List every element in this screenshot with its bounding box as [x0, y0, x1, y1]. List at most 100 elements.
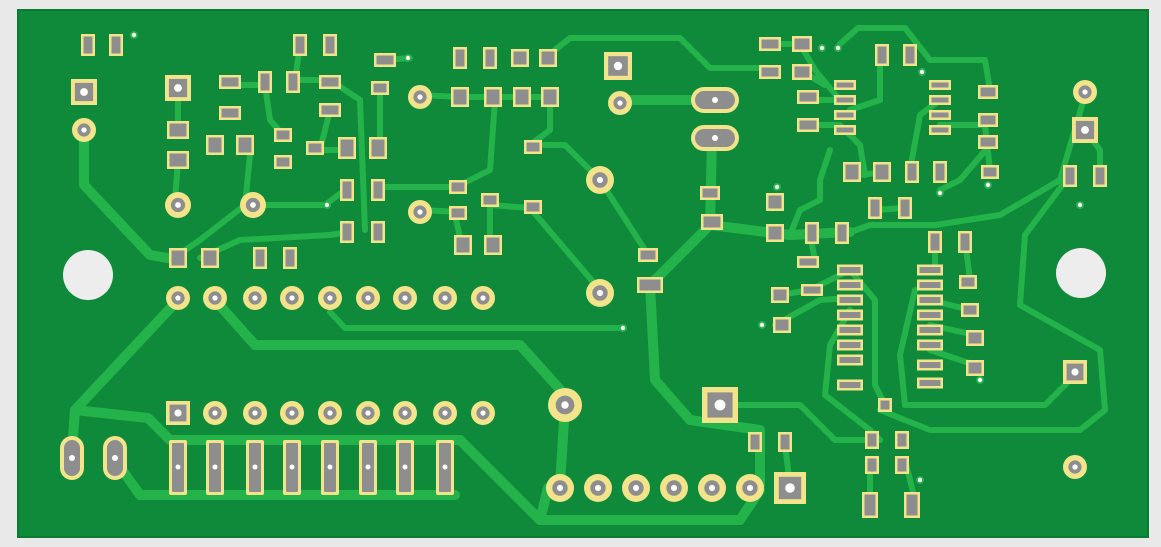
smd-pad-copper [486, 237, 500, 253]
mounting-hole [63, 250, 113, 300]
smd-pad-copper [845, 164, 859, 180]
trace [847, 57, 883, 113]
pad-drill [442, 295, 448, 301]
smd-pad-copper [839, 312, 861, 318]
pad-drill [80, 88, 88, 96]
smd-pad-copper [169, 123, 187, 137]
smd-pad-copper [897, 433, 907, 447]
trace [197, 229, 351, 261]
smd-pad-copper [639, 279, 661, 291]
pad-drill [327, 410, 333, 416]
smd-pad-copper [1095, 167, 1105, 185]
pad-drill [596, 176, 604, 184]
trace [717, 402, 873, 443]
smd-pad-copper [836, 127, 854, 133]
pad-drill [613, 61, 623, 71]
pad-drill [712, 97, 718, 103]
smd-pad-copper [308, 143, 322, 153]
pad-drill [174, 84, 182, 92]
smd-pad-copper [961, 277, 975, 287]
smd-pad-copper [295, 36, 305, 54]
smd-pad-copper [451, 182, 465, 192]
pad-drill [402, 410, 408, 416]
smd-pad-copper [526, 202, 540, 212]
smd-pad-copper [321, 105, 339, 115]
pad-drill [617, 100, 623, 106]
smd-pad-copper [485, 49, 495, 67]
smd-pad-copper [919, 297, 941, 303]
trace [877, 172, 1108, 433]
smd-pad-copper [931, 82, 949, 88]
smd-pad-copper [897, 458, 907, 472]
pad-drill [402, 464, 408, 470]
smd-pad-copper [455, 49, 465, 67]
via-drill [919, 69, 925, 75]
smd-pad-copper [839, 342, 861, 348]
pad-drill [69, 455, 75, 461]
smd-pad-copper [864, 494, 876, 516]
smd-pad-copper [376, 55, 394, 65]
via-drill [937, 190, 943, 196]
pad-drill [175, 295, 181, 301]
smd-pad-copper [968, 362, 982, 374]
smd-pad-copper [373, 83, 387, 93]
pad-drill [708, 484, 716, 492]
smd-pad-copper [968, 332, 982, 344]
trace [897, 287, 1078, 408]
smd-pads [81, 34, 1107, 518]
smd-pad-copper [877, 46, 887, 64]
via-drill [985, 182, 991, 188]
pad-drill [746, 484, 754, 492]
pad-drill [252, 410, 258, 416]
vias [130, 31, 1084, 484]
smd-pad-copper [839, 282, 861, 288]
via-drill [819, 45, 825, 51]
smd-pad-copper [980, 87, 996, 97]
oval-pads [60, 87, 739, 495]
smd-pad-copper [919, 312, 941, 318]
trace [542, 35, 763, 71]
pad-drill [212, 410, 218, 416]
smd-pad-copper [456, 237, 470, 253]
via-drill [405, 55, 411, 61]
pad-drill [365, 295, 371, 301]
trace [527, 205, 603, 293]
smd-pad-copper [276, 157, 290, 167]
smd-pad-copper [453, 89, 467, 105]
via-drill [977, 377, 983, 383]
via-drill [759, 322, 765, 328]
trace [535, 483, 553, 525]
pad-drill [289, 295, 295, 301]
smd-pad-copper [931, 127, 949, 133]
pad-drill [442, 410, 448, 416]
smd-pad-copper [930, 233, 940, 251]
smd-pad-copper [983, 167, 997, 177]
pad-drill [417, 209, 423, 215]
smd-pad-copper [907, 163, 917, 181]
pad-drill [174, 409, 182, 417]
smd-pad-copper [839, 267, 861, 273]
pad-drill [365, 464, 371, 470]
smd-pad-copper [221, 77, 239, 87]
pad-drill [596, 289, 604, 297]
smd-pad-copper [526, 142, 540, 152]
pad-drill [632, 484, 640, 492]
via-drill [774, 184, 780, 190]
trace [210, 295, 570, 400]
smd-pad-copper [340, 139, 354, 157]
smd-pad-copper [768, 195, 782, 209]
pad-drill [402, 295, 408, 301]
smd-pad-copper [483, 195, 497, 205]
via-drill [620, 325, 626, 331]
mounting-holes [63, 248, 1106, 300]
pad-drill [175, 464, 181, 470]
trace [787, 147, 833, 238]
trace [837, 25, 993, 93]
smd-pad-copper [807, 224, 817, 242]
trace [292, 77, 368, 233]
trace [327, 309, 623, 331]
pad-drill [561, 401, 569, 409]
trace [937, 142, 993, 193]
trace [645, 220, 855, 290]
